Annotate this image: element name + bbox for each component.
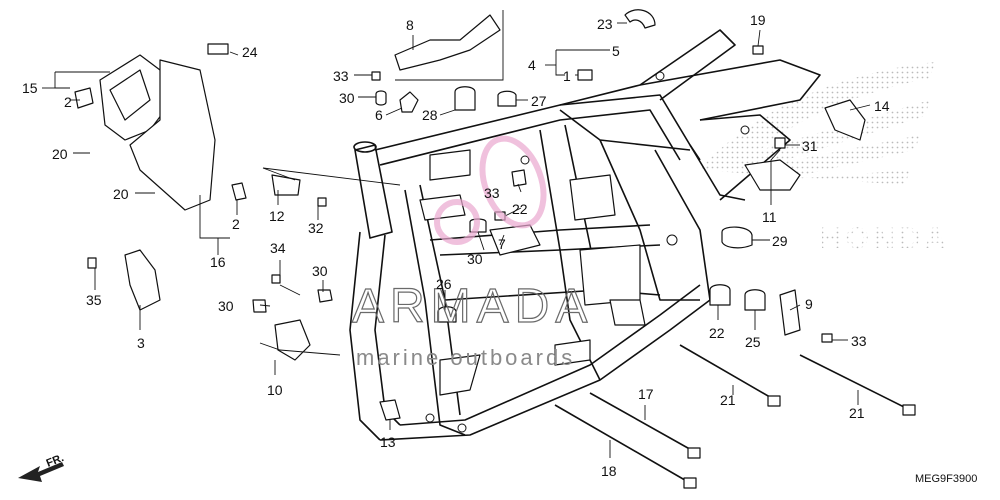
callout-26: 26 — [436, 276, 452, 292]
callout-17: 17 — [638, 386, 654, 402]
callout-34: 34 — [270, 240, 286, 256]
callout-22-right: 22 — [709, 325, 725, 341]
callout-30-left: 30 — [218, 298, 234, 314]
watermark-tagline: marine outboards — [356, 345, 575, 370]
watermark-brand: ARMADA — [352, 280, 593, 333]
wing-logo-watermark: HONDA — [700, 62, 950, 255]
callout-7: 7 — [498, 236, 506, 252]
callout-11: 11 — [762, 209, 777, 225]
callout-1: 1 — [563, 68, 571, 84]
callout-25: 25 — [745, 334, 761, 350]
callout-12: 12 — [269, 208, 285, 224]
callout-labels: 15 2 20 20 24 2 16 12 32 34 30 35 3 30 1… — [22, 12, 890, 479]
callout-6: 6 — [375, 107, 383, 123]
callout-4: 4 — [528, 57, 536, 73]
callout-9: 9 — [805, 296, 813, 312]
callout-16: 16 — [210, 254, 226, 270]
callout-33-center: 33 — [484, 185, 500, 201]
callout-22-center: 22 — [512, 201, 528, 217]
callout-2-right: 2 — [232, 216, 240, 232]
callout-2-left: 2 — [64, 94, 72, 110]
diagram-code: MEG9F3900 — [915, 473, 977, 485]
callout-18: 18 — [601, 463, 617, 479]
front-label: FR. — [45, 452, 66, 470]
armada-watermark: ARMADA marine outboards — [351, 135, 593, 370]
callout-30-center: 30 — [467, 251, 483, 267]
callout-27: 27 — [531, 93, 547, 109]
callout-29: 29 — [772, 233, 788, 249]
callout-31: 31 — [802, 138, 818, 154]
callout-19: 19 — [750, 12, 766, 28]
callout-32: 32 — [308, 220, 324, 236]
callout-21-right: 21 — [849, 405, 865, 421]
front-direction-arrow: FR. — [18, 452, 66, 482]
callout-5: 5 — [612, 43, 620, 59]
main-frame — [349, 29, 821, 441]
svg-text:HONDA: HONDA — [820, 222, 950, 255]
callout-30-top: 30 — [339, 90, 355, 106]
callout-13: 13 — [380, 434, 396, 450]
callout-28: 28 — [422, 107, 438, 123]
callout-15: 15 — [22, 80, 38, 96]
callout-10: 10 — [267, 382, 283, 398]
callout-21-left: 21 — [720, 392, 736, 408]
callout-35: 35 — [86, 292, 102, 308]
callout-3: 3 — [137, 335, 145, 351]
callout-30-mid: 30 — [312, 263, 328, 279]
callout-24: 24 — [242, 44, 258, 60]
callout-33-right: 33 — [851, 333, 867, 349]
left-side-cover — [74, 43, 247, 211]
callout-20-lower: 20 — [113, 186, 129, 202]
long-bolts — [554, 344, 916, 489]
callout-33-top: 33 — [333, 68, 349, 84]
callout-8: 8 — [406, 17, 414, 33]
callout-23: 23 — [597, 16, 613, 32]
callout-20-upper: 20 — [52, 146, 68, 162]
callout-14: 14 — [874, 98, 890, 114]
leader-lines — [42, 10, 871, 458]
